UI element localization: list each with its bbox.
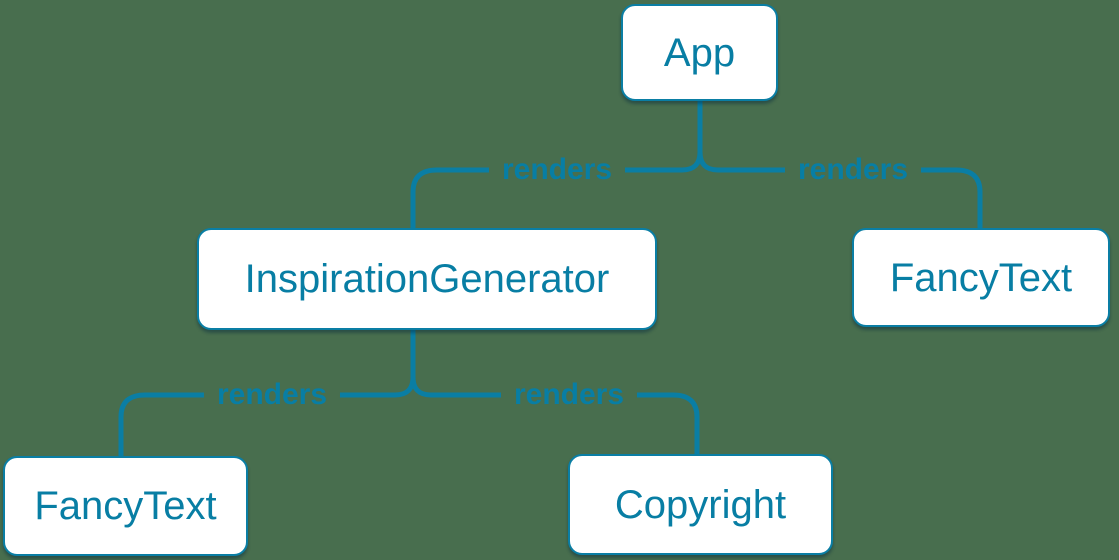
node-app: App xyxy=(621,4,778,101)
edge-label-renders-inspirationgenerator-copyright: renders xyxy=(500,378,638,412)
node-fancy-text-top-label: FancyText xyxy=(889,255,1073,300)
edge-label-renders-inspirationgenerator-fancytext: renders xyxy=(203,378,341,412)
edge-label-renders-app-fancytext: renders xyxy=(784,153,922,187)
edge-label-renders-app-inspirationgenerator: renders xyxy=(488,153,626,187)
node-copyright-label: Copyright xyxy=(614,482,787,527)
node-fancy-text-bottom: FancyText xyxy=(3,456,248,556)
node-inspiration-generator: InspirationGenerator xyxy=(197,228,657,330)
node-fancy-text-top: FancyText xyxy=(852,228,1110,327)
node-copyright: Copyright xyxy=(568,454,833,555)
node-inspiration-generator-label: InspirationGenerator xyxy=(244,257,610,301)
node-app-label: App xyxy=(663,30,736,75)
node-fancy-text-bottom-label: FancyText xyxy=(34,484,217,528)
